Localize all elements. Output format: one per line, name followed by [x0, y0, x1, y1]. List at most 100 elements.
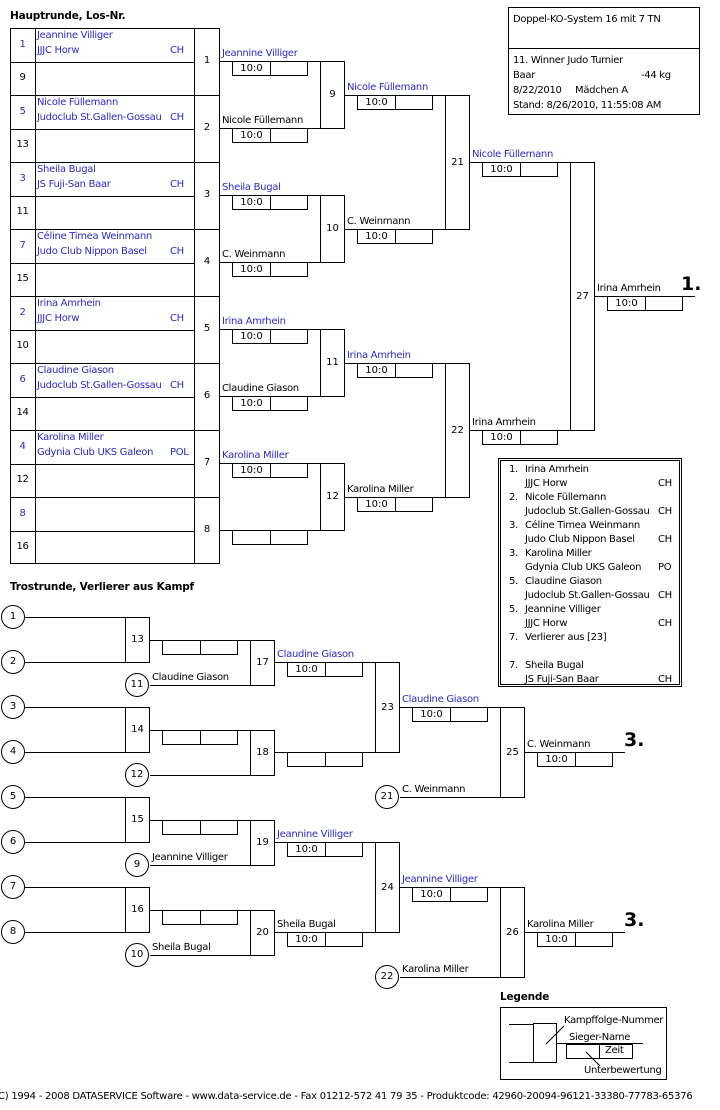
rank: 5.: [509, 576, 518, 587]
ranked-club: JS Fuji-San Baar: [525, 674, 599, 685]
athlete-name[interactable]: Céline Timea Weinmann: [37, 231, 152, 242]
winner-name[interactable]: C. Weinmann: [222, 249, 286, 260]
fight-box: 18: [250, 730, 275, 776]
bracket-line: [10, 531, 195, 532]
winner-name[interactable]: Karolina Miller: [222, 450, 289, 461]
fight-time: [576, 753, 612, 766]
score-box[interactable]: 10:0: [287, 662, 363, 677]
score-box[interactable]: 10:0: [287, 932, 363, 947]
sub-score: 10:0: [413, 888, 451, 901]
winner-name[interactable]: Irina Amrhein: [472, 417, 536, 428]
score-box[interactable]: 10:0: [357, 229, 433, 244]
winner-name[interactable]: C. Weinmann: [347, 216, 411, 227]
winner-name[interactable]: Irina Amrhein: [347, 350, 411, 361]
legend-pointers: [545, 1025, 601, 1067]
score-box[interactable]: 10:0: [287, 842, 363, 857]
place-label: 1.: [681, 273, 702, 295]
bracket-line: [25, 932, 125, 933]
score-box[interactable]: 10:0: [357, 363, 433, 378]
rank: 5.: [509, 604, 518, 615]
location: Baar: [513, 70, 536, 81]
winner-name[interactable]: Claudine Giason: [222, 383, 299, 394]
bracket-line: [10, 95, 220, 96]
loser-name[interactable]: Sheila Bugal: [152, 942, 211, 953]
winner-name[interactable]: Nicole Füllemann: [472, 149, 553, 160]
score-box[interactable]: 10:0: [482, 430, 558, 445]
winner-name[interactable]: Karolina Miller: [347, 484, 414, 495]
winner-name[interactable]: Jeannine Villiger: [222, 48, 298, 59]
athlete-name[interactable]: Claudine Giason: [37, 365, 114, 376]
fight-time: [576, 933, 612, 946]
loser-source-circle: 9: [125, 853, 149, 877]
score-box[interactable]: 10:0: [607, 296, 683, 311]
ranked-nation: CH: [658, 590, 672, 601]
score-box[interactable]: 10:0: [232, 262, 308, 277]
bracket-line: [150, 775, 250, 776]
score-box[interactable]: 10:0: [232, 463, 308, 478]
athlete-name[interactable]: Nicole Füllemann: [37, 97, 118, 108]
lot-number: 9: [19, 72, 26, 83]
sub-score: 10:0: [233, 397, 271, 410]
ranked-club: Judoclub St.Gallen-Gossau: [525, 590, 650, 601]
legend-fight-box: [533, 1023, 557, 1063]
athlete-name[interactable]: Sheila Bugal: [37, 164, 96, 175]
score-box[interactable]: 10:0: [232, 396, 308, 411]
lot-number: 4: [19, 441, 26, 452]
winner-name[interactable]: Irina Amrhein: [222, 316, 286, 327]
loser-name[interactable]: Jeannine Villiger: [152, 852, 228, 863]
winner-name[interactable]: Jeannine Villiger: [277, 829, 353, 840]
winner-name[interactable]: C. Weinmann: [527, 739, 591, 750]
winner-name[interactable]: Nicole Füllemann: [222, 115, 303, 126]
legend-score-box: Zeit: [566, 1044, 633, 1059]
athlete-name[interactable]: Jeannine Villiger: [37, 30, 113, 41]
score-box[interactable]: [287, 752, 363, 767]
score-box[interactable]: 10:0: [232, 128, 308, 143]
score-box[interactable]: 10:0: [357, 95, 433, 110]
score-box[interactable]: [162, 910, 238, 925]
fight-number: 9: [329, 89, 336, 100]
ranked-nation: PO: [658, 562, 672, 573]
fight-time: [326, 843, 362, 856]
score-box[interactable]: [162, 640, 238, 655]
athlete-name[interactable]: Karolina Miller: [37, 432, 104, 443]
winner-name[interactable]: Karolina Miller: [527, 919, 594, 930]
loser-name[interactable]: Karolina Miller: [402, 964, 469, 975]
winner-name[interactable]: Jeannine Villiger: [402, 874, 478, 885]
score-box[interactable]: 10:0: [482, 162, 558, 177]
winner-name[interactable]: Sheila Bugal: [222, 182, 281, 193]
score-box[interactable]: [232, 530, 308, 545]
score-box[interactable]: 10:0: [412, 707, 488, 722]
lot-number: 2: [19, 307, 26, 318]
sub-score: 10:0: [288, 663, 326, 676]
bracket-line: [400, 797, 500, 798]
fight-number: 26: [506, 926, 519, 938]
athlete-club: JS Fuji-San Baar: [37, 179, 111, 190]
loser-name[interactable]: Claudine Giason: [152, 672, 229, 683]
bracket-line: [10, 162, 220, 163]
athlete-club: JJJC Horw: [37, 45, 80, 56]
loser-name[interactable]: C. Weinmann: [402, 784, 466, 795]
sub-score: [233, 531, 271, 544]
winner-name[interactable]: Sheila Bugal: [277, 919, 336, 930]
winner-name[interactable]: Claudine Giason: [277, 649, 354, 660]
score-box[interactable]: 10:0: [232, 61, 308, 76]
sub-score: [163, 911, 201, 924]
score-box[interactable]: 10:0: [537, 752, 613, 767]
score-box[interactable]: 10:0: [412, 887, 488, 902]
winner-name[interactable]: Nicole Füllemann: [347, 82, 428, 93]
score-box[interactable]: [162, 730, 238, 745]
score-box[interactable]: 10:0: [232, 329, 308, 344]
winner-name[interactable]: Claudine Giason: [402, 694, 479, 705]
fight-box: 14: [125, 707, 150, 753]
winner-name[interactable]: Irina Amrhein: [597, 283, 661, 294]
score-box[interactable]: 10:0: [537, 932, 613, 947]
bracket-line: [10, 129, 195, 130]
ranked-name: Irina Amrhein: [525, 464, 589, 475]
score-box[interactable]: [162, 820, 238, 835]
athlete-name[interactable]: Irina Amrhein: [37, 298, 101, 309]
score-box[interactable]: 10:0: [357, 497, 433, 512]
fight-box: 19: [250, 820, 275, 866]
score-box[interactable]: 10:0: [232, 195, 308, 210]
lot-number: 16: [16, 541, 29, 552]
